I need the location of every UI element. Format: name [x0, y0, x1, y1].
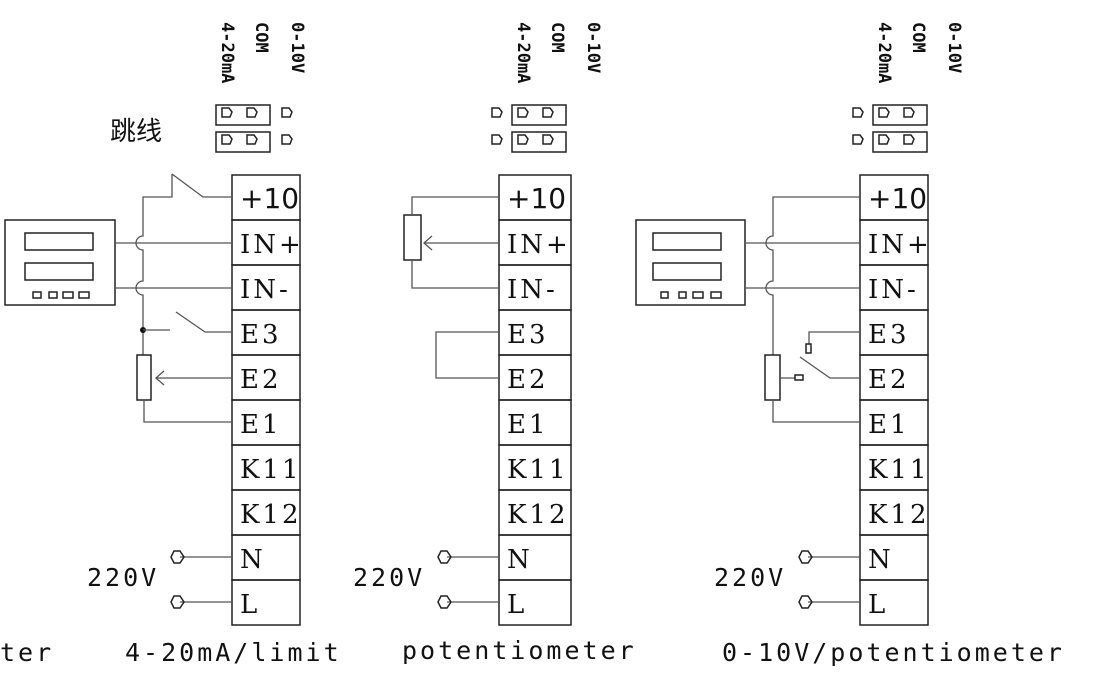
- jumper-position-label: COM: [251, 22, 271, 53]
- supply-label: 220V: [353, 563, 425, 592]
- jumper-position-label: COM: [547, 22, 567, 53]
- jumper-pin-icon: [491, 134, 503, 145]
- terminal-label: N: [240, 545, 266, 575]
- caption-diagram-2: potentiometer: [402, 636, 637, 665]
- jumper-pin-icon: [878, 134, 890, 145]
- diagram-1-wiring: [4, 173, 232, 423]
- terminal-label: K12: [868, 500, 930, 530]
- supply-terminal-icon: [798, 550, 813, 564]
- jumper-position-label: 4-20mA: [217, 22, 237, 83]
- terminal-label: K11: [507, 455, 569, 485]
- terminal-label: IN+: [507, 230, 571, 260]
- terminal-label: IN-: [240, 275, 291, 305]
- jumper-pin-icon: [517, 107, 529, 118]
- terminal-label: E1: [868, 410, 910, 440]
- jumper-cap[interactable]: [872, 104, 928, 126]
- terminal-label: K12: [507, 500, 569, 530]
- jumper-cap[interactable]: [872, 131, 928, 153]
- terminal-label: L: [240, 590, 260, 620]
- supply-terminal-icon: [170, 550, 185, 564]
- terminal-label: E3: [240, 320, 282, 350]
- terminal-label: +10: [507, 182, 566, 215]
- terminal-label: E3: [868, 320, 910, 350]
- meter-box: [635, 219, 746, 306]
- jumper-pin-icon: [491, 107, 503, 118]
- jumper-pin-icon: [852, 134, 864, 145]
- potentiometer: [136, 354, 152, 401]
- terminal-label: E1: [507, 410, 549, 440]
- terminal-label: K11: [868, 455, 930, 485]
- jumper-position-label: COM: [908, 22, 928, 53]
- jumper-pin-icon: [221, 134, 233, 145]
- jumper-pin-icon: [246, 134, 258, 145]
- jumper-pin-icon: [221, 107, 233, 118]
- supply-terminal-icon: [798, 595, 813, 609]
- terminal-label: +10: [240, 182, 299, 215]
- terminal-label: E3: [507, 320, 549, 350]
- terminal-label: +10: [868, 182, 927, 215]
- jumper-cap[interactable]: [511, 131, 567, 153]
- potentiometer: [403, 214, 422, 261]
- terminal-label: K12: [240, 500, 302, 530]
- caption-diagram-1: 4-20mA/limit: [125, 638, 342, 667]
- terminal-label: E2: [868, 365, 910, 395]
- jumper-position-label: 0-10V: [583, 22, 603, 73]
- supply-terminal-icon: [437, 595, 452, 609]
- jumper-pin-icon: [281, 134, 293, 145]
- jumper-pin-icon: [542, 107, 554, 118]
- terminal-label: N: [868, 545, 894, 575]
- terminal-label: N: [507, 545, 533, 575]
- terminal-label: IN+: [868, 230, 932, 260]
- terminal-label: IN-: [507, 275, 558, 305]
- jumper-pin-icon: [517, 134, 529, 145]
- terminal-label: IN-: [868, 275, 919, 305]
- caption-diagram-3: 0-10V/potentiometer: [722, 638, 1065, 667]
- meter-box: [4, 219, 116, 306]
- terminal-label: E2: [507, 365, 549, 395]
- potentiometer: [764, 354, 781, 401]
- terminal-label: E1: [240, 410, 282, 440]
- supply-label: 220V: [87, 563, 159, 592]
- jumper-label: 跳线: [110, 117, 162, 147]
- jumper-pin-icon: [246, 107, 258, 118]
- jumper-cap[interactable]: [215, 104, 271, 126]
- terminal-label: K11: [240, 455, 302, 485]
- terminal-label: E2: [240, 365, 282, 395]
- terminal-label: L: [507, 590, 527, 620]
- jumper-pin-icon: [903, 134, 915, 145]
- supply-label: 220V: [714, 563, 786, 592]
- jumper-pin-icon: [281, 107, 293, 118]
- jumper-position-label: 4-20mA: [513, 22, 533, 83]
- jumper-pin-icon: [852, 107, 864, 118]
- jumper-position-label: 0-10V: [944, 22, 964, 73]
- terminal-label: L: [868, 590, 888, 620]
- caption-partial: ter: [0, 638, 54, 667]
- supply-terminal-icon: [170, 595, 185, 609]
- jumper-pin-icon: [878, 107, 890, 118]
- jumper-cap[interactable]: [511, 104, 567, 126]
- supply-terminal-icon: [437, 550, 452, 564]
- diagram-3-wiring: [635, 196, 860, 423]
- terminal-label: IN+: [240, 230, 304, 260]
- jumper-position-label: 4-20mA: [874, 22, 894, 83]
- jumper-pin-icon: [903, 107, 915, 118]
- jumper-pin-icon: [542, 134, 554, 145]
- jumper-position-label: 0-10V: [287, 22, 307, 73]
- diagram-2-wiring: [403, 196, 499, 379]
- jumper-cap[interactable]: [215, 131, 271, 153]
